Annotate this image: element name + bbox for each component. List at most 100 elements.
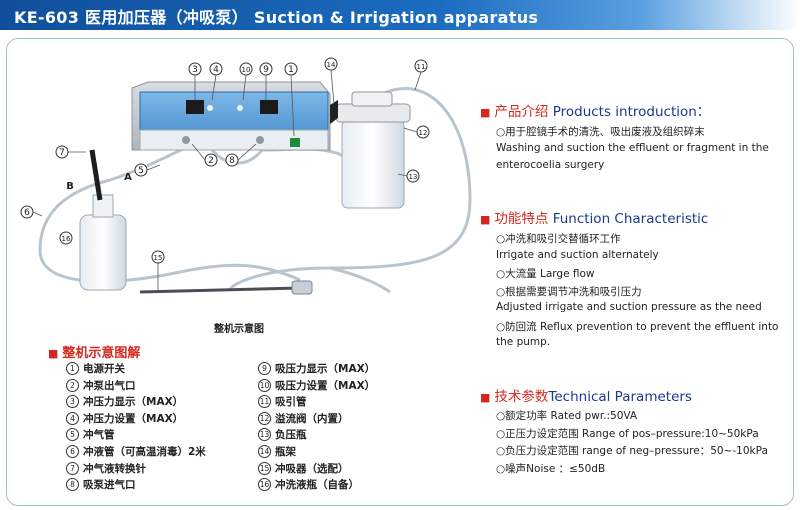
function-line: the pump. — [496, 336, 551, 348]
legend-label: 冲压力显示（MAX） — [83, 396, 184, 409]
svg-text:10: 10 — [242, 66, 251, 74]
legend-number: 6 — [66, 445, 79, 458]
tech-line: ○正压力设定范围 Range of pos–pressure:10~50kPa — [496, 427, 759, 440]
legend-item: 6 冲液管（可高温消毒）2米 — [66, 444, 206, 459]
svg-text:2: 2 — [208, 156, 214, 166]
main-unit — [131, 81, 331, 151]
function-line: Adjusted irrigate and suction pressure a… — [496, 301, 762, 313]
svg-text:7: 7 — [59, 148, 65, 158]
legend-number: 9 — [258, 362, 271, 375]
intro-line: Washing and suction the effluent or frag… — [496, 141, 769, 154]
svg-text:5: 5 — [138, 166, 144, 176]
legend-label: 冲气管 — [83, 429, 115, 442]
function-line: ○大流量 Large flow — [496, 268, 595, 280]
function-line: Irrigate and suction alternately — [496, 248, 659, 261]
intro-line: ○用于腔镜手术的清洗、吸出废液及组织碎末 — [496, 126, 705, 138]
legend-item: 3 冲压力显示（MAX） — [66, 394, 183, 409]
callout-10: 10 — [239, 62, 253, 76]
legend-item: 16 冲洗液瓶（自备） — [258, 477, 359, 492]
tech-line: ○噪声Noise ：≤50dB — [496, 462, 606, 475]
legend-number: 15 — [258, 461, 271, 475]
content-frame — [6, 38, 794, 506]
callout-4: 4 — [209, 62, 223, 76]
legend-item: 10 吸压力设置（MAX） — [258, 378, 375, 393]
svg-text:13: 13 — [409, 173, 418, 181]
legend-number: 1 — [66, 362, 79, 375]
diagram-caption: 整机示意图 — [214, 324, 264, 335]
tech-line: ○额定功率 Rated pwr.:50VA — [496, 410, 638, 422]
callout-3: 3 — [188, 62, 202, 76]
legend-label: 吸引管 — [275, 396, 307, 409]
legend-number: 3 — [66, 395, 79, 409]
function-line: ○冲洗和吸引交替循环工作 — [496, 233, 621, 245]
tech-heading: ■技术参数Technical Parameters — [480, 389, 692, 405]
irrigation-bottle — [79, 149, 127, 291]
legend-label: 冲液管（可高温消毒）2米 — [83, 446, 206, 458]
irrigator-wand — [139, 280, 313, 295]
svg-text:12: 12 — [419, 129, 428, 137]
callout-13: 13 — [406, 169, 420, 183]
callout-leaders — [32, 69, 422, 290]
svg-text:9: 9 — [263, 65, 269, 75]
svg-text:3: 3 — [192, 65, 198, 75]
legend-number: 14 — [258, 445, 271, 458]
port-letter-a: A — [124, 172, 132, 183]
callout-16: 16 — [59, 231, 73, 245]
negative-pressure-jar — [330, 91, 411, 209]
legend-label: 吸泵进气口 — [83, 479, 136, 492]
callout-1: 1 — [284, 62, 298, 76]
callout-14: 14 — [324, 57, 338, 71]
callout-12: 12 — [416, 125, 430, 139]
page-title: KE-603 医用加压器（冲吸泵） Suction & Irrigation a… — [14, 8, 539, 27]
legend-number: 13 — [258, 428, 271, 442]
legend-item: 8 吸泵进气口 — [66, 477, 136, 492]
callout-11: 11 — [414, 59, 428, 73]
function-heading: ■功能特点 Function Characteristic — [480, 211, 709, 227]
legend-number: 16 — [258, 478, 271, 492]
callout-5: 5 — [134, 163, 148, 177]
legend-item: 12 溢流阀（内置） — [258, 411, 349, 426]
legend-number: 10 — [258, 378, 271, 392]
callout-2: 2 — [204, 153, 218, 167]
svg-text:11: 11 — [417, 63, 426, 71]
legend-label: 冲气液转换针 — [83, 462, 146, 475]
legend-number: 2 — [66, 378, 79, 392]
legend-item: 15 冲吸器（选配） — [258, 461, 349, 476]
legend-heading: ■整机示意图解 — [48, 346, 141, 361]
callout-7: 7 — [55, 145, 69, 159]
svg-text:6: 6 — [24, 208, 30, 218]
legend-label: 冲洗液瓶（自备） — [275, 479, 359, 492]
legend-label: 冲吸器（选配） — [275, 462, 349, 475]
legend-number: 5 — [66, 428, 79, 442]
function-line: ○根据需要调节冲洗和吸引压力 — [496, 285, 642, 298]
svg-text:8: 8 — [229, 156, 235, 166]
svg-text:14: 14 — [327, 61, 336, 69]
legend-number: 4 — [66, 411, 79, 425]
intro-line: enterocoelia surgery — [496, 159, 605, 171]
legend-item: 7 冲气液转换针 — [66, 461, 146, 476]
legend-label: 吸压力设置（MAX） — [275, 379, 376, 392]
svg-text:15: 15 — [154, 254, 163, 262]
svg-text:16: 16 — [62, 235, 71, 243]
legend-number: 11 — [258, 395, 271, 409]
legend-number: 8 — [66, 478, 79, 492]
legend-item: 11 吸引管 — [258, 394, 307, 409]
callout-15: 15 — [151, 250, 165, 264]
legend-label: 吸压力显示（MAX） — [275, 363, 376, 375]
legend-label: 冲泵出气口 — [83, 379, 136, 392]
callout-9: 9 — [259, 62, 273, 76]
callout-8: 8 — [225, 153, 239, 167]
header-banner: KE-603 医用加压器（冲吸泵） Suction & Irrigation a… — [0, 0, 800, 30]
legend-label: 溢流阀（内置） — [275, 412, 349, 425]
legend-number: 12 — [258, 411, 271, 425]
port-letter-b: B — [66, 181, 74, 192]
svg-text:1: 1 — [288, 65, 294, 75]
callout-6: 6 — [20, 205, 34, 219]
intro-heading: ■产品介绍 Products introduction： — [480, 104, 711, 120]
function-line: ○防回流 Reflux prevention to prevent the ef… — [496, 320, 779, 333]
legend-number: 7 — [66, 461, 79, 475]
